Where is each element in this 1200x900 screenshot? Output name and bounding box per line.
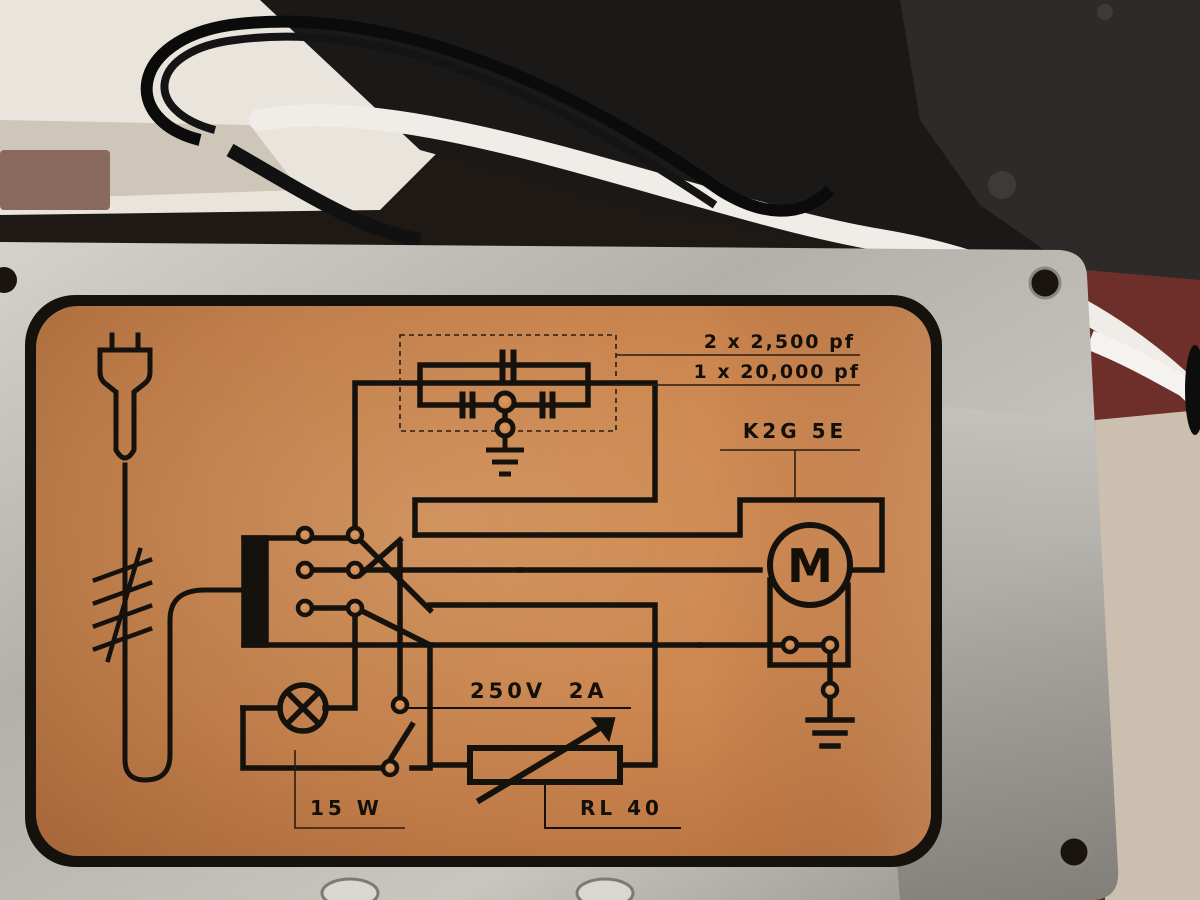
- mount-hole-left: [0, 267, 17, 293]
- black-cable-loop: [140, 15, 835, 217]
- white-cable: [249, 104, 1200, 411]
- schematic: [92, 332, 885, 829]
- appliance-grille: [0, 150, 110, 210]
- cord-strain-relief: [92, 547, 153, 663]
- black-cable-loop-2: [160, 32, 718, 209]
- motor-model-label: K2G 5E: [743, 419, 847, 443]
- black-case-top: [900, 0, 1200, 280]
- case-screw: [988, 171, 1016, 199]
- wiring-label-shade: [36, 306, 931, 856]
- bottom-rivet-2: [575, 877, 635, 900]
- paper-surface: [1095, 400, 1200, 900]
- mount-hole-top-right: [1028, 266, 1062, 300]
- plug-icon: [97, 332, 153, 461]
- dark-cable: [226, 143, 422, 247]
- motor-symbol: [767, 522, 853, 608]
- lamp-icon: [277, 682, 329, 734]
- switch-rating-label: 250V 2A: [470, 679, 608, 703]
- capacitor-label-2: 1 x 20,000 pf: [693, 361, 860, 383]
- lamp-rating-label: 15 W: [310, 796, 383, 820]
- power-cord: [122, 462, 247, 783]
- mount-hole-bottom-right: [1057, 835, 1091, 869]
- case-screw-small: [1097, 4, 1113, 20]
- callout-lines: [294, 334, 860, 829]
- black-cable-end: [1185, 345, 1200, 435]
- motor-letter: M: [787, 539, 833, 593]
- bottom-rivet-1: [320, 877, 380, 900]
- rheostat-label: RL 40: [580, 796, 663, 820]
- terminal-block: [241, 535, 269, 648]
- capacitor-label-1: 2 x 2,500 pf: [704, 331, 855, 353]
- components: [459, 349, 556, 477]
- switch-contacts: [295, 525, 840, 778]
